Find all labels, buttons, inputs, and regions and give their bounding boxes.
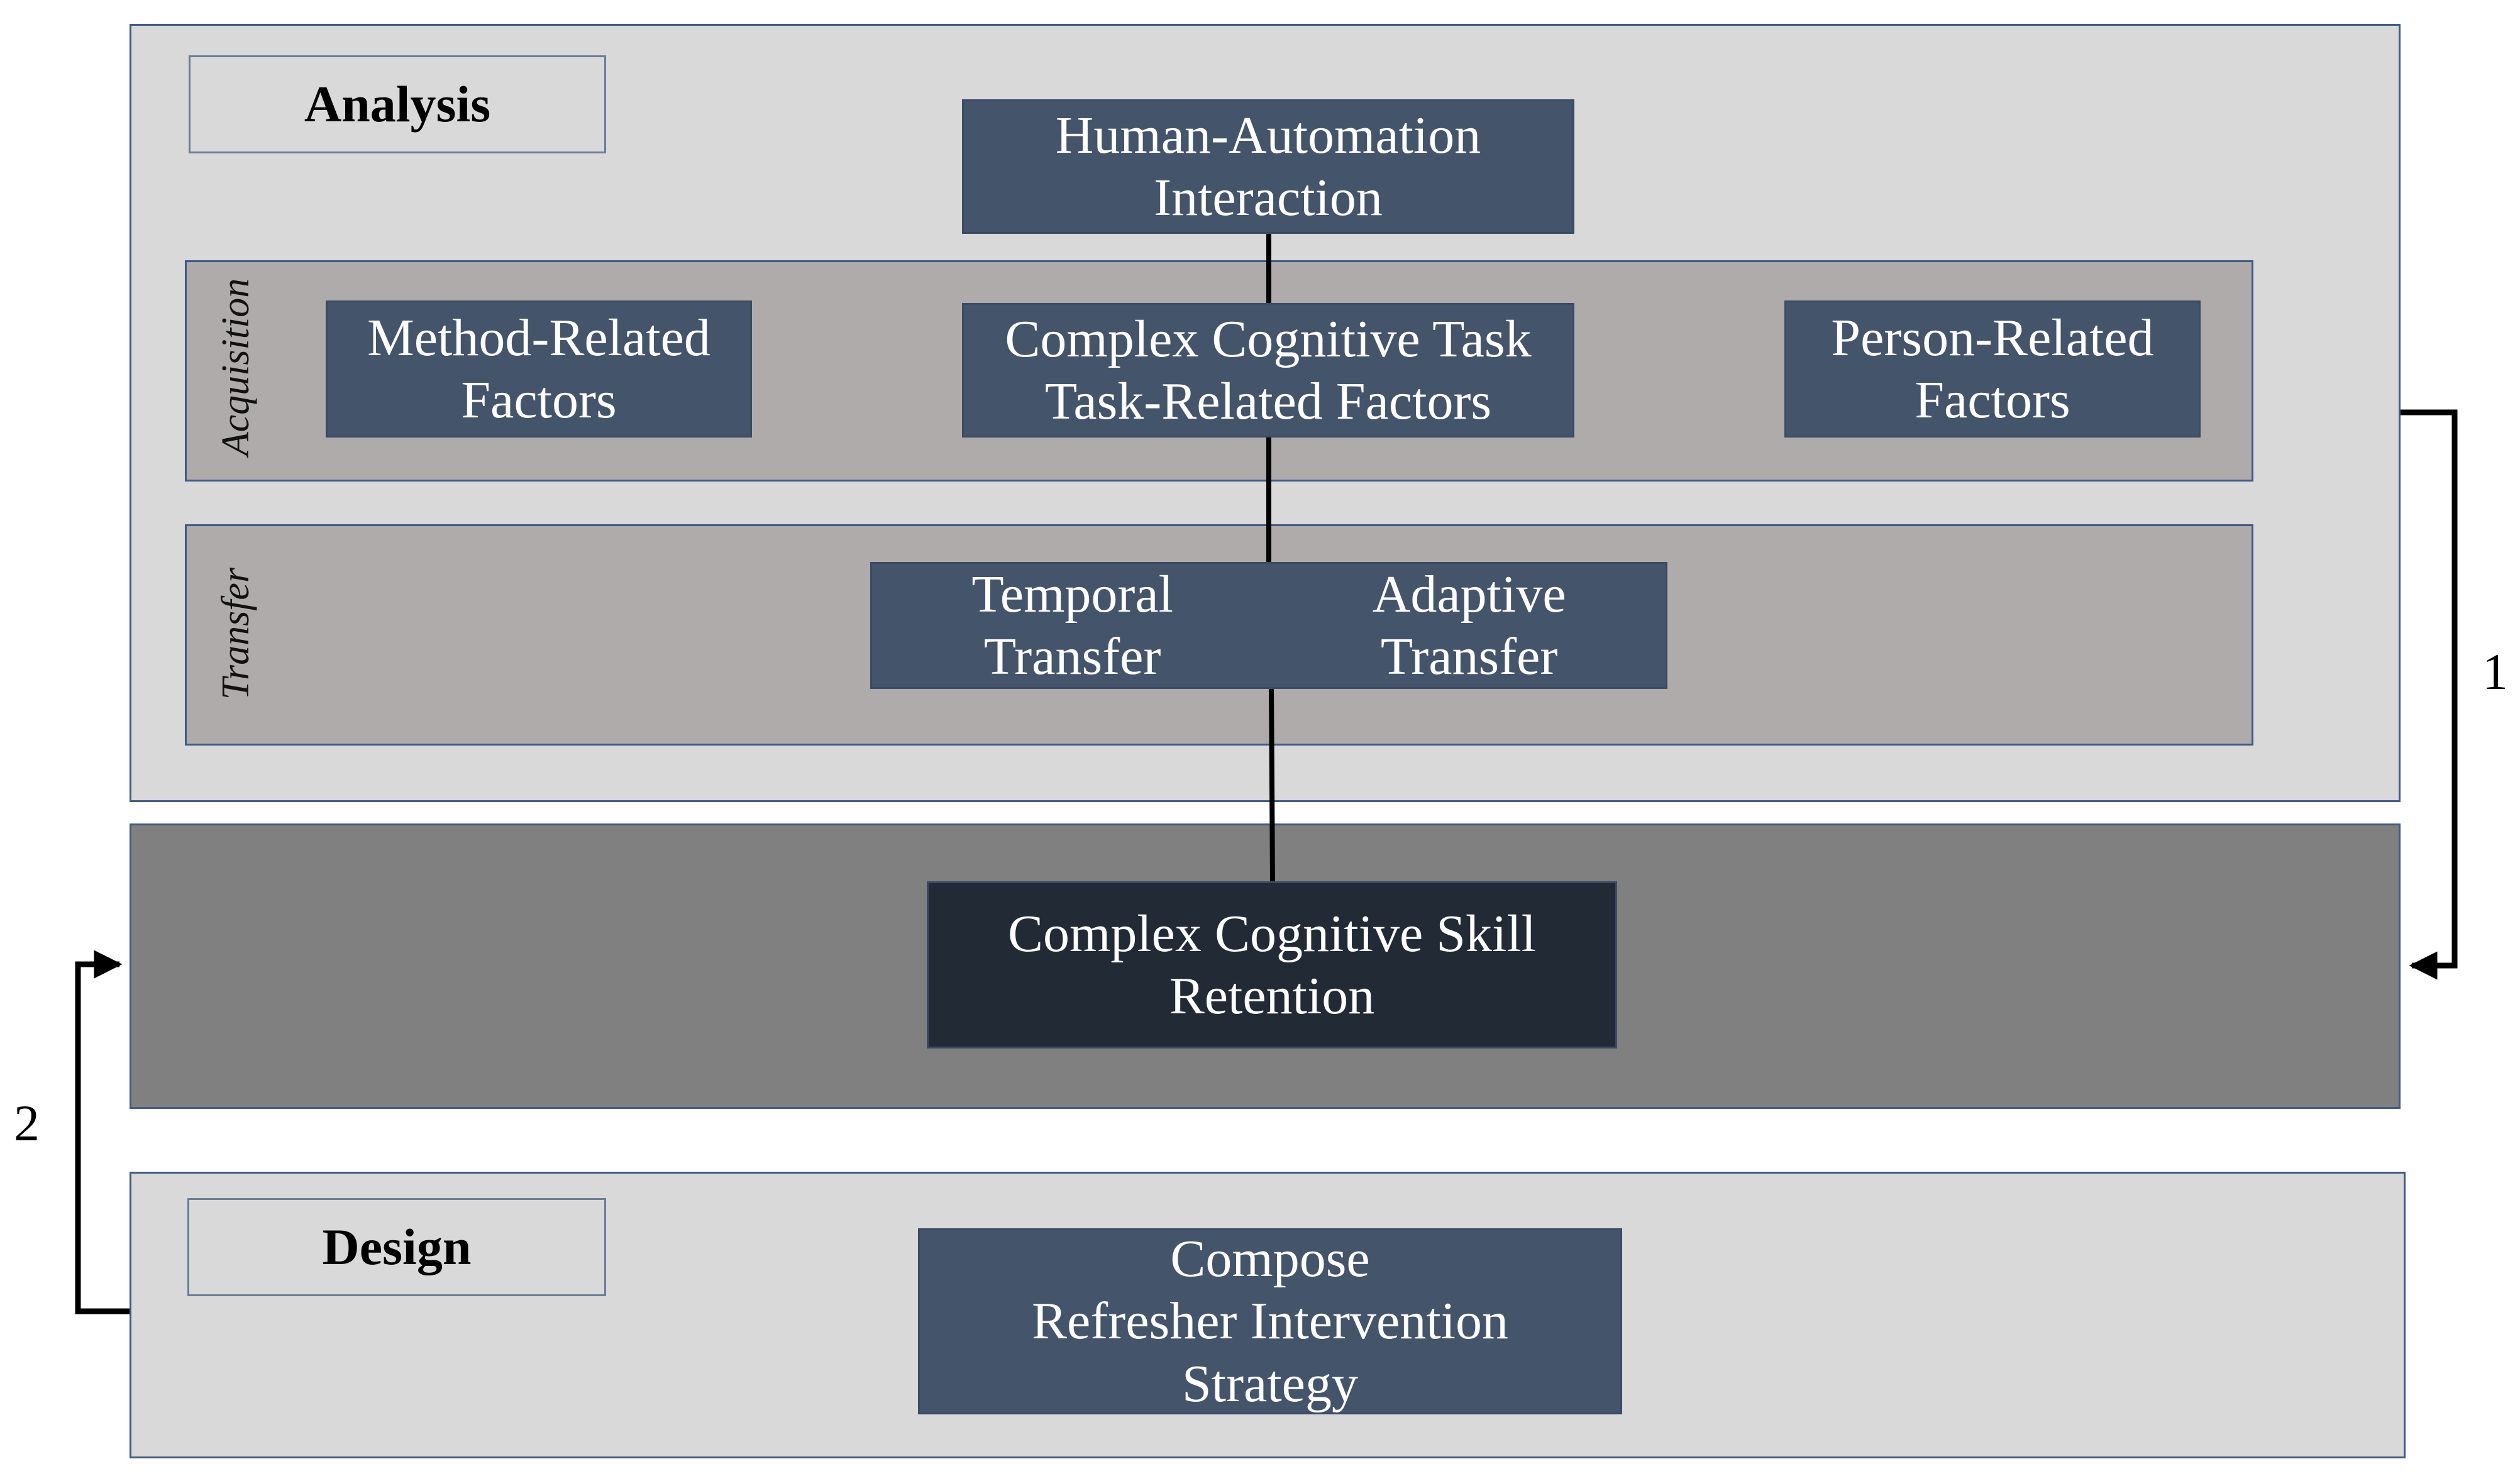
design-label: Design [187,1198,606,1296]
method-related-factors-node: Method-Related Factors [326,300,752,438]
node-line: Interaction [1154,168,1383,227]
compose-refresher-strategy-node: Compose Refresher Intervention Strategy [918,1228,1622,1414]
transfer-node: Temporal Transfer Adaptive Transfer [870,562,1667,689]
node-line: Compose [1170,1230,1370,1289]
node-line: Complex Cognitive Skill [1007,904,1537,963]
node-line: Task-Related Factors [1044,372,1492,431]
feedback-arrow-2 [75,950,130,1314]
arrow-1-label: 1 [2482,643,2508,700]
node-line: Human-Automation [1055,106,1481,165]
node-line: Factors [461,371,617,429]
node-line: Refresher Intervention [1031,1292,1508,1351]
node-line: Retention [1169,967,1375,1025]
adaptive-transfer: Adaptive Transfer [1373,563,1566,688]
human-automation-interaction-node: Human-Automation Interaction [962,99,1574,234]
node-line: Strategy [1182,1354,1358,1413]
node-line: Adaptive [1372,564,1566,624]
node-line: Transfer [983,627,1161,686]
node-line: Factors [1915,371,2070,429]
complex-cognitive-skill-retention-node: Complex Cognitive Skill Retention [927,881,1617,1049]
node-line: Person-Related [1831,308,2154,367]
node-line: Temporal [971,564,1174,624]
vertical-connector [1269,688,1275,882]
node-line: Complex Cognitive Task [1005,309,1532,368]
arrow-2-label: 2 [14,1094,40,1152]
node-line: Transfer [1380,627,1558,686]
node-line: Method-Related [367,308,710,367]
person-related-factors-node: Person-Related Factors [1784,300,2201,438]
temporal-transfer: Temporal Transfer [971,563,1173,688]
feedback-arrow-1 [2401,409,2458,980]
analysis-label: Analysis [189,55,606,153]
complex-cognitive-task-node: Complex Cognitive Task Task-Related Fact… [962,303,1574,438]
